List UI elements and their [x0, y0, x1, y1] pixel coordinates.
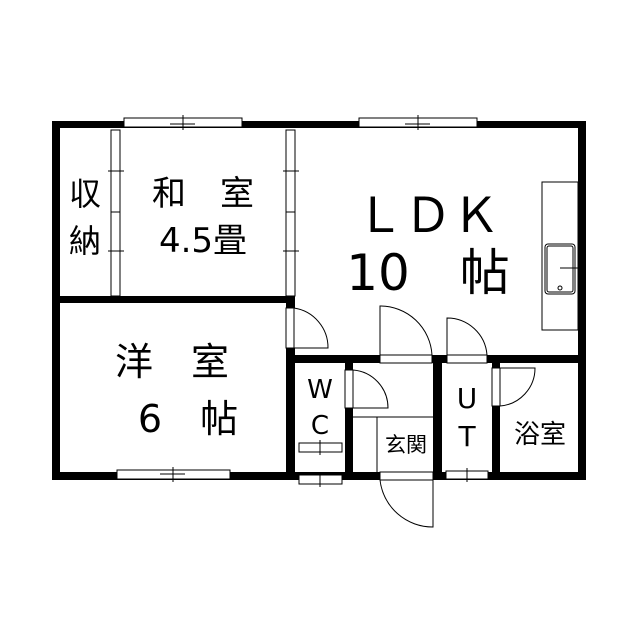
wc-label-1: W	[307, 375, 333, 405]
doors	[285, 305, 536, 528]
ldk-size: 10 帖	[346, 244, 510, 302]
storage-label-2: 納	[69, 222, 101, 260]
wc-label-2: C	[311, 411, 329, 441]
genkan-label: 玄関	[385, 433, 427, 457]
ut-label-1: U	[457, 382, 478, 415]
ldk-name: ＬＤＫ	[356, 188, 500, 244]
kitchen-counter	[541, 181, 579, 331]
bathroom-label: 浴室	[514, 420, 566, 450]
youshitsu-name: 洋 室	[115, 340, 229, 384]
youshitsu-size: 6 帖	[138, 397, 238, 441]
storage-label-1: 収	[69, 175, 101, 213]
sliding-doors	[108, 129, 299, 297]
windows	[116, 115, 489, 487]
washitsu-name: 和 室	[152, 174, 254, 214]
sink-icon	[544, 243, 576, 295]
washitsu-size: 4.5畳	[159, 221, 247, 261]
ut-label-2: T	[457, 420, 476, 453]
genkan-floor	[353, 416, 433, 472]
